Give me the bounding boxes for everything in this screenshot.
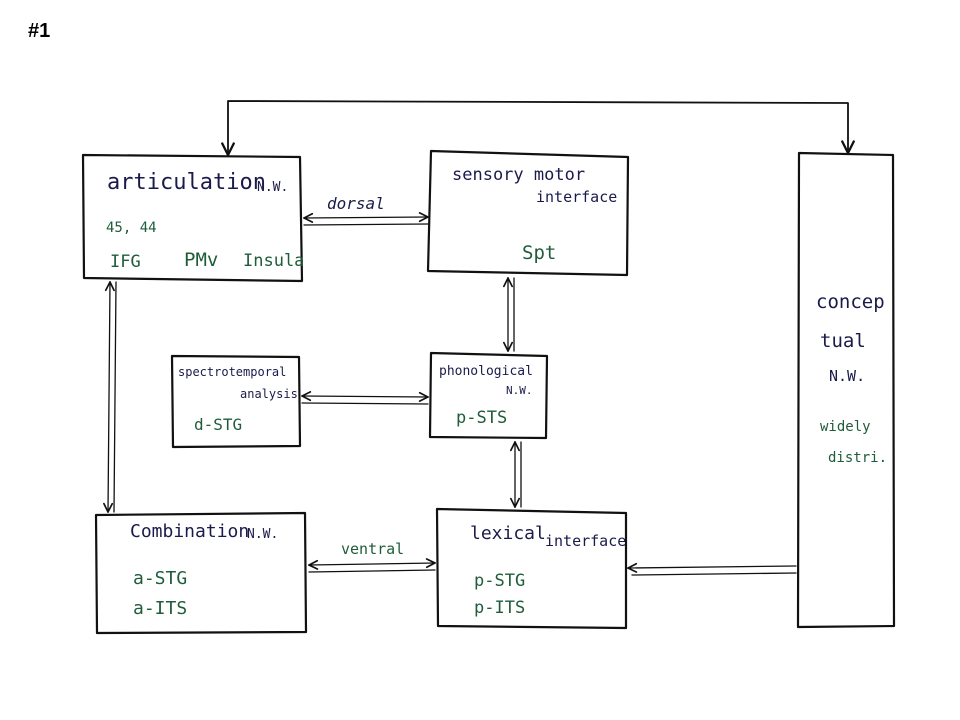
combination-area-astg: a-STG — [133, 568, 187, 589]
phonological-title-2: N.W. — [506, 384, 533, 397]
lexical-title-2: interface — [545, 532, 626, 550]
lexical-title-1: lexical — [470, 523, 546, 544]
articulation-title: articulation — [107, 170, 266, 195]
combination-box — [94, 511, 308, 635]
dorsal-arrow — [304, 217, 428, 226]
spectrotemporal-title-2: analysis — [240, 387, 298, 401]
slide-number: #1 — [28, 20, 51, 42]
articulation-area-pmv: PMv — [184, 249, 218, 271]
sensory-motor-title-2: interface — [536, 188, 617, 206]
conceptual-note-1: widely — [820, 419, 871, 435]
top-feedback-arrow — [228, 100, 848, 155]
conceptual-title-2: tual — [820, 330, 866, 352]
conceptual-lexical-arrow — [628, 566, 797, 576]
articulation-combination-arrow — [108, 282, 117, 512]
ventral-arrow — [309, 563, 435, 573]
conceptual-title-1: concep — [816, 291, 885, 313]
lexical-area-pits: p-ITS — [474, 598, 525, 618]
phonological-area-psts: p-STS — [456, 408, 507, 428]
lexical-box — [435, 507, 628, 630]
lexical-area-pstg: p-STG — [474, 571, 525, 591]
sensory-phonological-arrow — [508, 278, 515, 351]
articulation-suffix: N.W. — [257, 180, 288, 195]
articulation-area-ifg: IFG — [110, 252, 141, 272]
articulation-area-numbers: 45, 44 — [106, 220, 157, 236]
spectrotemporal-area-dstg: d-STG — [194, 415, 242, 434]
sensory-motor-area-spt: Spt — [522, 242, 556, 264]
phonological-box — [428, 351, 549, 440]
articulation-area-insula: Insula — [243, 251, 304, 271]
spectrotemporal-title-1: spectrotemporal — [178, 365, 286, 379]
conceptual-title-3: N.W. — [829, 367, 865, 385]
combination-suffix: N.W. — [247, 527, 278, 542]
spectrotemporal-box — [170, 354, 302, 449]
spectrotemporal-phonological-arrow — [302, 396, 428, 405]
sensory-motor-title-1: sensory motor — [452, 165, 585, 185]
ventral-label: ventral — [341, 540, 404, 558]
phonological-title-1: phonological — [439, 364, 533, 379]
conceptual-note-2: distri. — [828, 450, 887, 466]
combination-area-aits: a-ITS — [133, 598, 187, 619]
phonological-lexical-arrow — [515, 442, 522, 507]
conceptual-box — [796, 151, 896, 629]
dorsal-label: dorsal — [327, 194, 385, 213]
combination-title: Combination — [130, 521, 249, 542]
